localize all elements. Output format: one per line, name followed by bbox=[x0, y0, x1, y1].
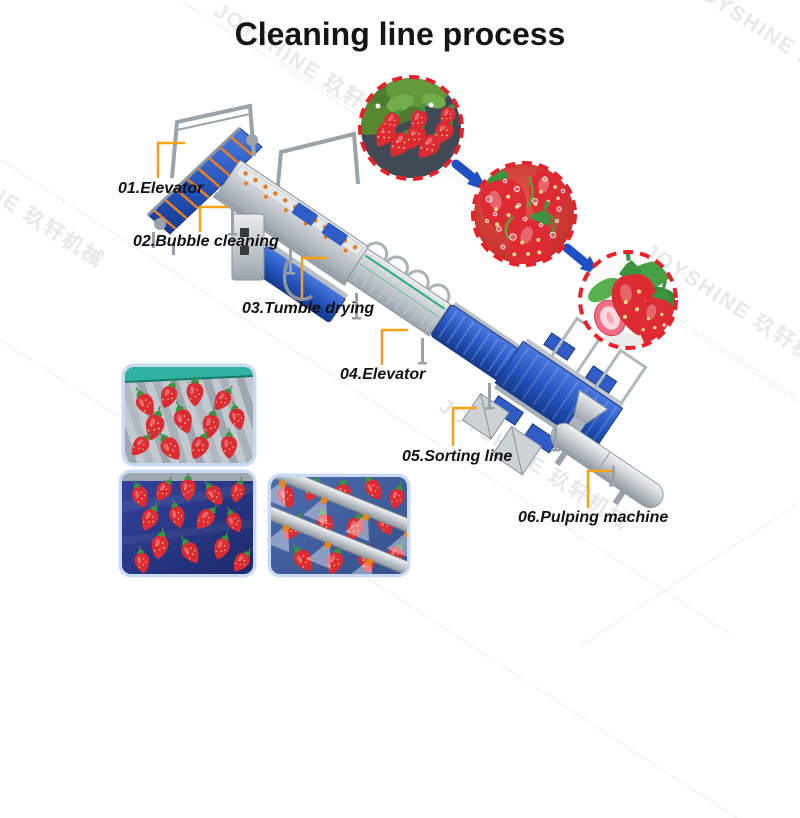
arrow-2-shaft bbox=[562, 243, 589, 267]
strawberries-on-plant-photo bbox=[358, 75, 464, 181]
step-label-02-bubble-cleaning: 02.Bubble cleaning bbox=[133, 233, 279, 250]
step-label-01-elevator: 01.Elevator bbox=[118, 180, 204, 197]
strawberries-roller-drying-photo bbox=[122, 364, 256, 466]
leader-lines bbox=[156, 141, 612, 508]
dashed-ring bbox=[471, 161, 577, 267]
dashed-ring bbox=[358, 75, 464, 181]
step-label-05-sorting-line: 05.Sorting line bbox=[402, 448, 513, 465]
main-line-body bbox=[212, 160, 664, 509]
step-label-06-pulping-machine: 06.Pulping machine bbox=[518, 509, 669, 526]
step-label-03-tumble-drying: 03.Tumble drying bbox=[242, 300, 375, 317]
strawberries-bubble-washing-photo bbox=[471, 161, 577, 267]
arrow-1-shaft bbox=[451, 159, 477, 182]
leader-04 bbox=[380, 328, 408, 365]
strawberries-spray-washing-photo bbox=[268, 474, 410, 577]
elevator-01-machine bbox=[146, 103, 360, 255]
leader-01 bbox=[156, 141, 185, 178]
washed-strawberries-photo bbox=[578, 250, 678, 350]
leader-05 bbox=[451, 406, 477, 446]
leader-03 bbox=[300, 256, 328, 298]
strawberries-sorting-belt-photo bbox=[119, 470, 256, 577]
leader-02 bbox=[198, 205, 228, 232]
leader-06 bbox=[586, 469, 612, 508]
washer-control-box bbox=[231, 213, 314, 301]
cleaning-line-illustration bbox=[146, 103, 664, 509]
machine-legs bbox=[228, 209, 618, 487]
step-label-04-elevator: 04.Elevator bbox=[340, 366, 426, 383]
page-title: Cleaning line process bbox=[234, 16, 566, 52]
dashed-ring bbox=[578, 250, 678, 350]
